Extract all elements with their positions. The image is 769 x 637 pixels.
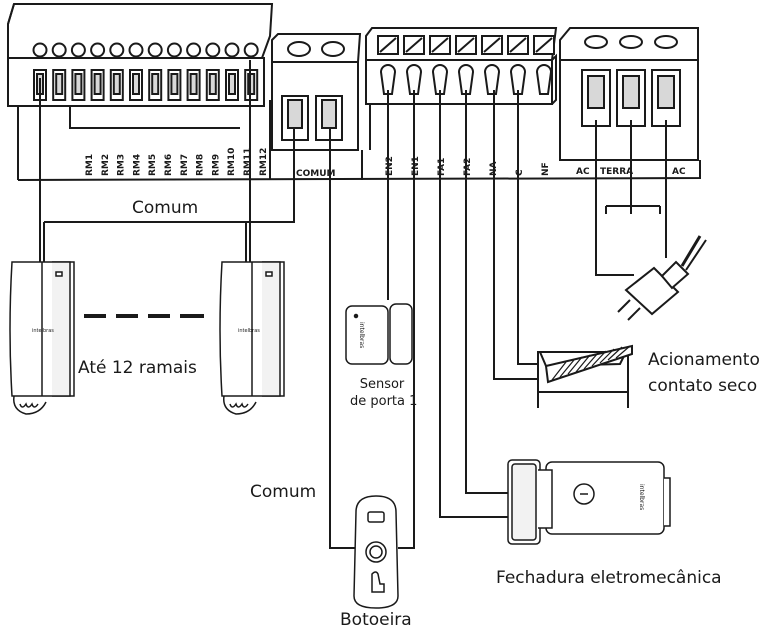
contact-screw-slot <box>405 37 423 53</box>
botoeira-label: Botoeira <box>340 610 412 630</box>
wires <box>39 60 667 549</box>
ramal-slot-inner <box>228 73 236 95</box>
fechadura-label: Fechadura eletromecânica <box>496 568 722 588</box>
contact-keyhole <box>535 64 553 95</box>
ramal-slot-inner <box>93 73 102 95</box>
ramal-screw <box>70 42 86 58</box>
power-label: AC <box>672 167 686 177</box>
contact-screw-slot <box>379 37 397 53</box>
ramal-label: RM8 <box>196 154 206 176</box>
ramal-slot-inner <box>112 73 121 95</box>
ramal-slot-inner <box>132 73 140 95</box>
ramais-label: Até 12 ramais <box>78 358 197 378</box>
ramal-label: RM9 <box>211 154 221 176</box>
contact-label: NF <box>541 162 551 176</box>
ramal-label: RM1 <box>85 154 95 176</box>
contact-screw-slot <box>509 37 527 53</box>
contact-label: EN1 <box>411 156 421 176</box>
intercom-left: intelbras <box>9 261 75 415</box>
comum-left-label: Comum <box>250 482 317 502</box>
gate-actuator <box>537 344 633 408</box>
contact-label: FA2 <box>463 158 473 176</box>
power-label: AC <box>576 167 590 177</box>
ramal-slot-inner <box>151 73 160 95</box>
contact-screw-slot <box>457 37 475 53</box>
ramal-label: RM7 <box>180 154 190 176</box>
sensor-label-line1: Sensor <box>359 377 405 392</box>
ramal-screw <box>186 42 202 58</box>
contact-screw-slot <box>535 37 553 53</box>
power-slot-inner <box>622 75 640 109</box>
contact-keyhole <box>431 64 449 95</box>
sensor-label-line2: de porta 1 <box>350 394 418 409</box>
comum-terminal-block <box>271 33 362 151</box>
ramal-label: RM4 <box>132 154 142 176</box>
comum-top-label: Comum <box>132 198 199 218</box>
ramal-slot-inner <box>55 73 64 95</box>
ramal-screw <box>205 42 221 58</box>
contact-label: EN2 <box>385 156 395 176</box>
ramal-screw <box>109 42 125 58</box>
ramal-label: RM11 <box>243 148 253 176</box>
ramal-screw <box>243 42 259 58</box>
ramal-screw <box>128 42 144 58</box>
contacts-terminal-block <box>365 27 558 150</box>
contact-keyhole <box>379 64 397 95</box>
svg-text:intelbras: intelbras <box>638 484 645 510</box>
door-sensor: intelbras <box>345 303 413 365</box>
contact-keyhole <box>405 64 423 95</box>
ramal-screw <box>224 42 240 58</box>
contact-keyhole <box>457 64 475 95</box>
ramal-screw <box>166 42 182 58</box>
power-terminal-block <box>559 27 699 161</box>
electromechanical-lock: intelbras <box>507 459 671 545</box>
ramal-label: RM3 <box>117 154 127 176</box>
contact-label: C <box>515 169 525 176</box>
ramal-screw <box>147 42 163 58</box>
ramal-slot-inner <box>170 73 179 95</box>
power-slot-inner <box>657 75 675 109</box>
acionamento-label-line1: Acionamento <box>648 350 760 370</box>
ramal-screw <box>90 42 106 58</box>
ramal-slot-inner <box>74 73 83 95</box>
svg-text:intelbras: intelbras <box>358 322 365 348</box>
power-label: TERRA <box>600 167 633 177</box>
ramal-screw <box>51 42 67 58</box>
ramal-label: RM2 <box>101 154 111 176</box>
ramal-label: RM6 <box>164 154 174 176</box>
ramal-label: RM5 <box>148 154 158 176</box>
contact-screw-slot <box>483 37 501 53</box>
sensor-label: Sensor de porta 1 <box>350 376 418 410</box>
contact-label: FA1 <box>437 158 447 176</box>
contact-screw-slot <box>431 37 449 53</box>
ac-plug <box>617 235 707 321</box>
intercom-right: intelbras <box>219 261 285 415</box>
ramal-label: RM12 <box>259 148 269 176</box>
contact-keyhole <box>509 64 527 95</box>
svg-text:intelbras: intelbras <box>32 328 54 334</box>
ramal-label: RM10 <box>227 148 237 176</box>
ramal-slot-inner <box>208 73 217 95</box>
contact-keyhole <box>483 64 501 95</box>
comum-label: COMUM <box>296 169 336 179</box>
ramal-slot-inner <box>189 73 198 95</box>
power-slot-inner <box>587 75 605 109</box>
ramal-slot-inner <box>247 73 256 95</box>
acionamento-label-line2: contato seco <box>648 376 758 396</box>
exit-button <box>353 495 399 609</box>
ramal-terminal-block <box>7 3 274 129</box>
ramal-screw <box>32 42 48 58</box>
svg-text:intelbras: intelbras <box>238 328 260 334</box>
